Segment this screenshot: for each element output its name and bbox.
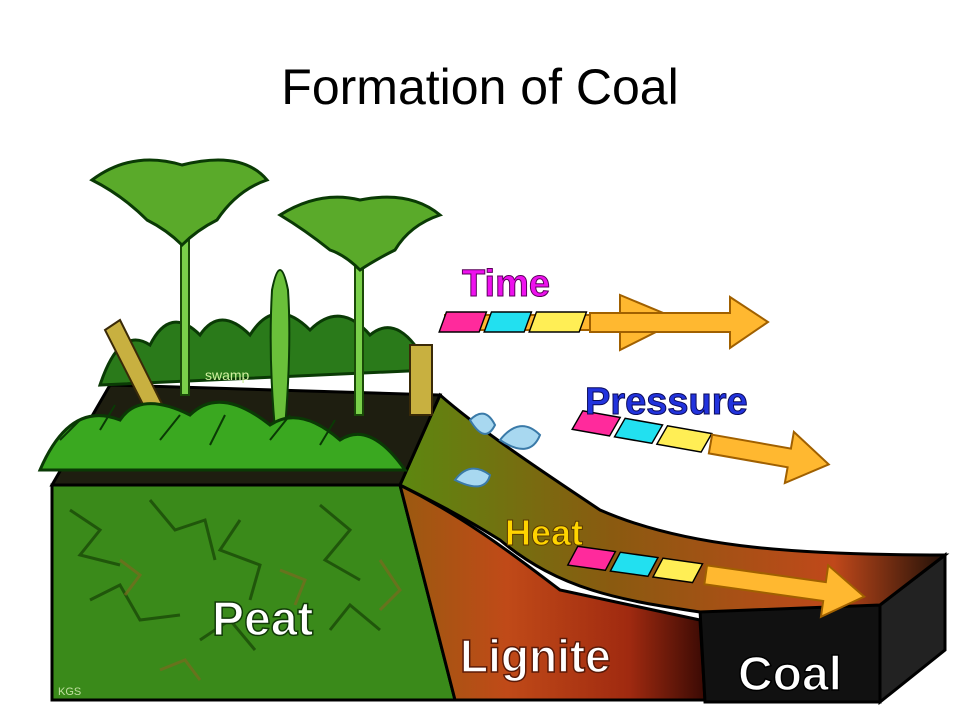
- sloped-surface: [387, 392, 950, 614]
- swamp-label: swamp: [205, 367, 250, 383]
- credit-label: KGS: [58, 686, 81, 698]
- time-arrow: [438, 293, 770, 352]
- water-splash: [453, 412, 542, 488]
- heat-label: Heat: [505, 512, 583, 553]
- peat-label: Peat: [212, 593, 313, 646]
- swamp-vegetation: [37, 158, 444, 472]
- time-label: Time: [462, 263, 550, 305]
- pressure-arrow: [571, 410, 831, 485]
- coal-label: Coal: [738, 648, 842, 701]
- peat-texture: [69, 499, 381, 651]
- lignite-label: Lignite: [460, 630, 611, 682]
- peat-texture-brown: [119, 558, 402, 681]
- pressure-label: Pressure: [585, 381, 748, 423]
- diagram-title: Formation of Coal: [281, 59, 679, 115]
- heat-arrow: [566, 545, 867, 619]
